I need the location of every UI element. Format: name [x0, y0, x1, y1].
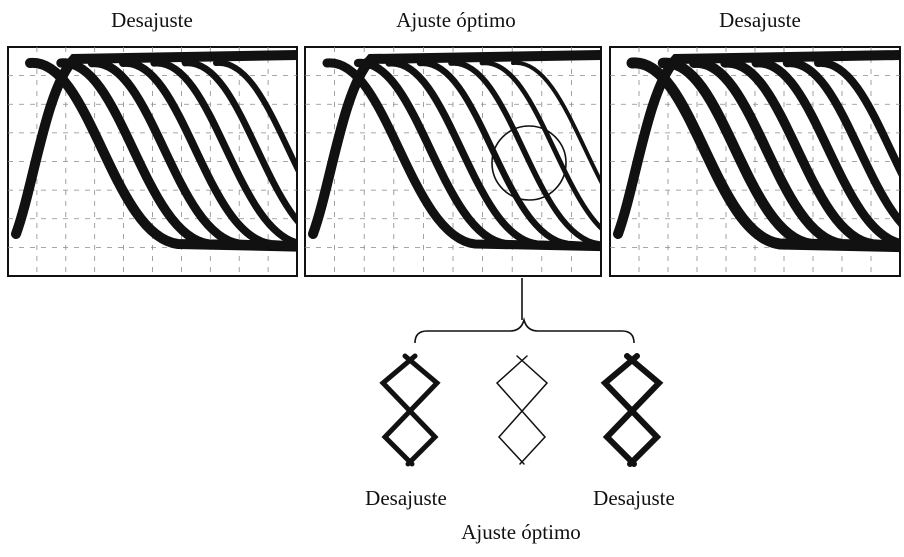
falling-trace [751, 58, 900, 248]
falling-trace [119, 58, 297, 250]
diamond-misadjusted-left [379, 353, 441, 467]
falling-trace [353, 58, 601, 251]
falling-trace [385, 59, 601, 250]
falling-trace [56, 58, 297, 252]
falling-trace [511, 60, 601, 186]
falling-trace [657, 57, 900, 252]
falling-trace [416, 59, 601, 250]
falling-trace [782, 58, 900, 228]
falling-trace [689, 57, 900, 252]
panel-center-scope [304, 46, 602, 277]
falling-trace [181, 59, 297, 226]
falling-trace [87, 58, 297, 251]
panel-right-scope [609, 46, 901, 277]
panel-left-title: Desajuste [111, 8, 193, 32]
optimal-crossing-highlight [491, 125, 567, 201]
crossing-stroke [495, 355, 547, 465]
crossing-stroke [497, 355, 549, 465]
panel-left-scope [7, 46, 298, 277]
falling-trace [213, 59, 297, 175]
panel-right-title: Desajuste [719, 8, 801, 32]
eye-traces [613, 50, 900, 253]
eye-traces [308, 50, 601, 252]
falling-trace [479, 60, 601, 232]
falling-trace [25, 57, 297, 252]
diamond-misadjusted-right [600, 353, 664, 467]
falling-trace [322, 58, 601, 252]
detail-left-label: Desajuste [365, 486, 447, 510]
falling-trace [448, 60, 601, 248]
crossing-stroke [379, 353, 439, 467]
falling-trace [814, 58, 900, 179]
eye-traces [11, 50, 297, 252]
falling-trace [150, 59, 297, 247]
diamond-optimal [495, 355, 549, 465]
crossing-stroke [600, 353, 662, 467]
detail-center-label: Ajuste óptimo [461, 520, 581, 544]
panel-center-title: Ajuste óptimo [396, 8, 516, 32]
detail-right-label: Desajuste [593, 486, 675, 510]
falling-trace [626, 57, 900, 253]
falling-trace [720, 58, 900, 251]
callout-bracket [414, 316, 635, 344]
